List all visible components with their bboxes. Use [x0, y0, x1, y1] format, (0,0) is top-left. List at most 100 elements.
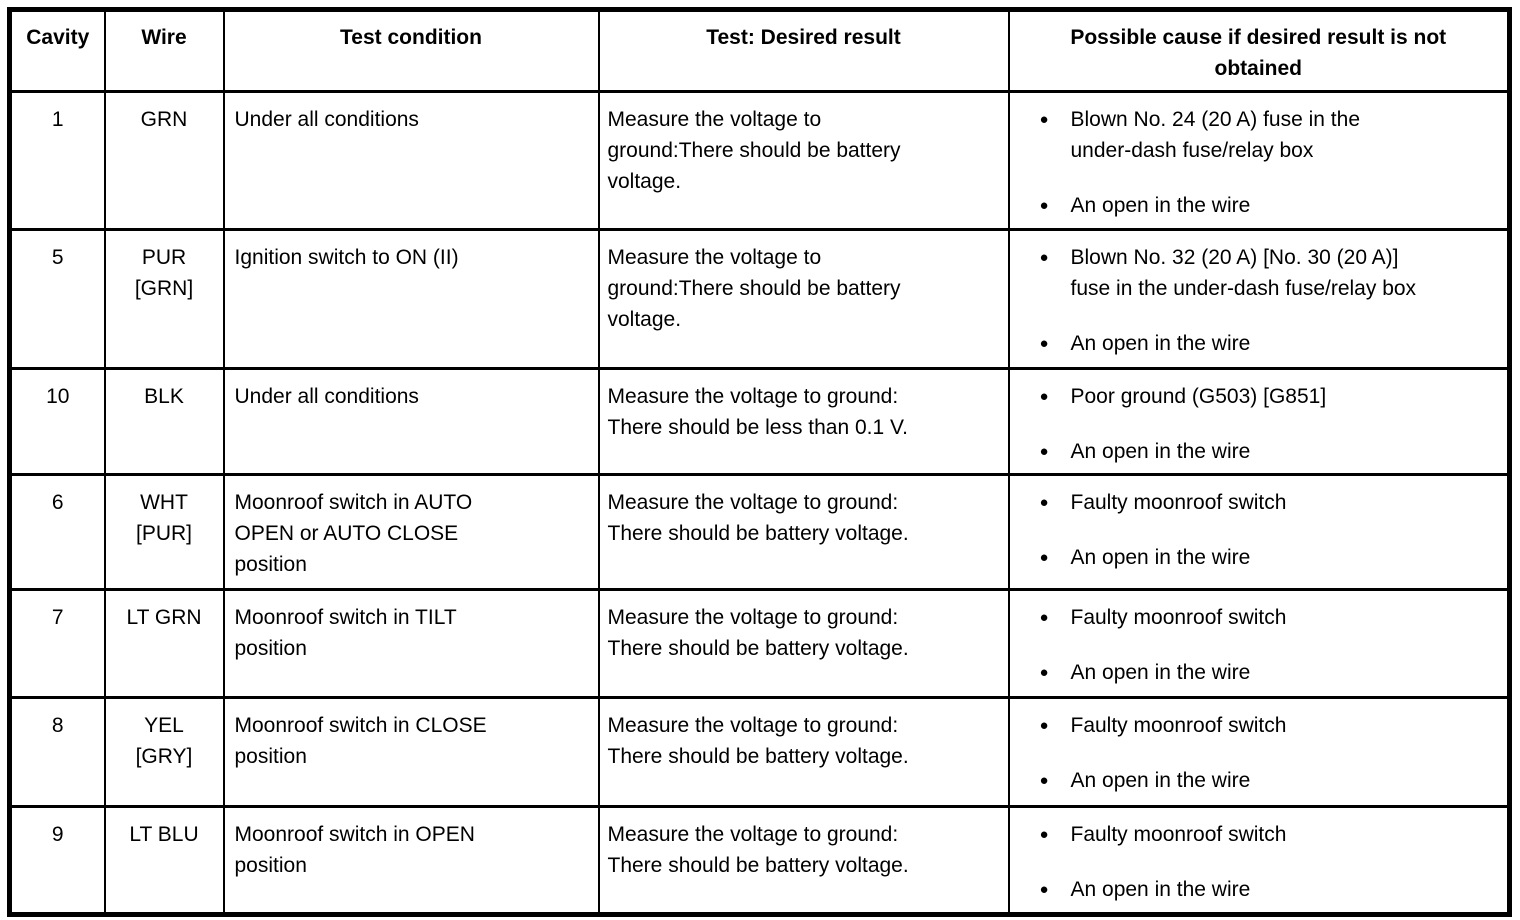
wire-cell: BLK	[103, 367, 225, 476]
header-desired-result: Test: Desired result	[597, 8, 1010, 93]
cavity-cell: 1	[8, 90, 106, 231]
bullet-icon: ●	[1039, 772, 1049, 789]
desired-result-cell-text: Measure the voltage to ground: There sho…	[607, 491, 909, 545]
wire-cell: GRN	[103, 90, 225, 231]
table-row: 6 WHT [PUR] Moonroof switch in AUTO OPEN o…	[8, 473, 1511, 591]
cavity-cell-text: 7	[51, 606, 64, 629]
test-condition-cell: Ignition switch to ON (II)	[222, 228, 600, 370]
desired-result-cell: Measure the voltage to ground:There shou…	[597, 228, 1010, 370]
test-condition-cell: Under all conditions	[222, 90, 600, 231]
cause-text: An open in the wire	[1070, 769, 1251, 792]
cause-item: ● Blown No. 32 (20 A) [No. 30 (20 A)] fus…	[1038, 242, 1502, 304]
cause-text: An open in the wire	[1070, 194, 1251, 217]
desired-result-cell-text: Measure the voltage to ground:There shou…	[607, 108, 901, 193]
wire-cell-text: WHT [PUR]	[135, 491, 192, 545]
desired-result-cell: Measure the voltage to ground: There sho…	[597, 473, 1010, 591]
cause-item: ● An open in the wire	[1038, 190, 1502, 221]
possible-cause-cell: ●Faulty moonroof switch ● An open in the w…	[1007, 696, 1511, 808]
test-condition-cell-text: Under all conditions	[234, 385, 419, 408]
cause-text: An open in the wire	[1070, 440, 1251, 463]
desired-result-cell: Measure the voltage to ground: There sho…	[597, 367, 1010, 476]
cavity-cell: 8	[8, 696, 106, 808]
cause-item: ●An open in the wire	[1038, 874, 1502, 905]
bullet-icon: ●	[1039, 249, 1049, 266]
troubleshooting-table: Cavity Wire Test condition Test: Desired…	[7, 7, 1512, 917]
cause-item: ●Blown No. 24 (20 A) fuse in the under-d…	[1038, 104, 1502, 166]
header-row: Cavity Wire Test condition Test: Desired…	[8, 8, 1511, 93]
cavity-cell: 10	[8, 367, 106, 476]
desired-result-cell-text: Measure the voltage to ground: There sho…	[607, 823, 909, 877]
test-condition-cell-text: Moonroof switch in TILT position	[234, 606, 457, 660]
cause-text: An open in the wire	[1070, 661, 1251, 684]
wire-cell: LT GRN	[103, 588, 225, 699]
table-row: 8 YEL [GRY] Moonroof switch in CLOSE posit…	[8, 696, 1511, 808]
desired-result-cell-text: Measure the voltage to ground:There shou…	[607, 246, 901, 331]
table-header: Cavity Wire Test condition Test: Desired…	[8, 8, 1511, 93]
desired-result-cell: Measure the voltage to ground:There shou…	[597, 90, 1010, 231]
header-cavity: Cavity	[8, 8, 106, 93]
cavity-cell: 5	[8, 228, 106, 370]
wire-cell-text: GRN	[140, 108, 188, 131]
cause-item: ●Faulty moonroof switch	[1038, 710, 1502, 741]
test-condition-cell: Moonroof switch in OPEN position	[222, 805, 600, 916]
wire-cell: WHT [PUR]	[103, 473, 225, 591]
bullet-icon: ●	[1039, 609, 1049, 626]
wire-cell-text: BLK	[144, 385, 184, 408]
cause-text: Faulty moonroof switch	[1070, 491, 1287, 514]
cause-item: ●An open in the wire	[1038, 436, 1502, 467]
cause-item: ● An open in the wire	[1038, 765, 1502, 796]
wire-cell: LT BLU	[103, 805, 225, 916]
test-condition-cell: Moonroof switch in CLOSE position	[222, 696, 600, 808]
cause-text: Blown No. 32 (20 A) [No. 30 (20 A)] fuse…	[1070, 246, 1417, 300]
cause-item: ●An open in the wire	[1038, 542, 1502, 573]
desired-result-cell-text: Measure the voltage to ground: There sho…	[607, 606, 909, 660]
test-condition-cell: Moonroof switch in AUTO OPEN or AUTO CLO…	[222, 473, 600, 591]
desired-result-cell: Measure the voltage to ground: There sho…	[597, 805, 1010, 916]
cause-text: Poor ground (G503) [G851]	[1070, 385, 1327, 408]
test-condition-cell-text: Moonroof switch in AUTO OPEN or AUTO CLO…	[234, 491, 473, 576]
cause-text: An open in the wire	[1070, 546, 1251, 569]
possible-cause-cell: ●Poor ground (G503) [G851] ●An open in th…	[1007, 367, 1511, 476]
cavity-cell: 6	[8, 473, 106, 591]
wire-cell-text: PUR [GRN]	[134, 246, 194, 300]
test-condition-cell-text: Moonroof switch in CLOSE position	[234, 714, 487, 768]
desired-result-cell: Measure the voltage to ground: There sho…	[597, 696, 1010, 808]
wire-cell: PUR [GRN]	[103, 228, 225, 370]
cause-item: ●Poor ground (G503) [G851]	[1038, 381, 1502, 412]
possible-cause-cell: ● Faulty moonroof switch ●An open in the w…	[1007, 805, 1511, 916]
cavity-cell: 7	[8, 588, 106, 699]
test-condition-cell-text: Ignition switch to ON (II)	[234, 246, 459, 269]
cavity-cell-text: 9	[51, 823, 64, 846]
cavity-cell-text: 10	[46, 385, 70, 408]
test-condition-cell: Under all conditions	[222, 367, 600, 476]
desired-result-cell-text: Measure the voltage to ground: There sho…	[607, 714, 909, 768]
desired-result-cell-text: Measure the voltage to ground: There sho…	[607, 385, 908, 439]
cause-text: Faulty moonroof switch	[1070, 714, 1287, 737]
wire-cell: YEL [GRY]	[103, 696, 225, 808]
cause-item: ● An open in the wire	[1038, 657, 1502, 688]
bullet-icon: ●	[1039, 664, 1049, 681]
table-row: 10 BLK Under all conditions Measure the vol…	[8, 367, 1511, 476]
header-possible-cause: Possible cause if desired result is not …	[1007, 8, 1511, 93]
bullet-icon: ●	[1039, 335, 1049, 352]
cause-text: Blown No. 24 (20 A) fuse in the under-da…	[1070, 108, 1361, 162]
cavity-cell-text: 5	[51, 246, 64, 269]
wire-cell-text: YEL [GRY]	[135, 714, 193, 768]
cause-text: Faulty moonroof switch	[1070, 823, 1287, 846]
test-condition-cell-text: Moonroof switch in OPEN position	[234, 823, 475, 877]
desired-result-cell: Measure the voltage to ground: There sho…	[597, 588, 1010, 699]
cause-item: ● Faulty moonroof switch	[1038, 602, 1502, 633]
cause-text: Faulty moonroof switch	[1070, 606, 1287, 629]
bullet-icon: ●	[1039, 197, 1049, 214]
table-row: 5 PUR [GRN] Ignition switch to ON (II) Meas…	[8, 228, 1511, 370]
test-condition-cell: Moonroof switch in TILT position	[222, 588, 600, 699]
header-wire: Wire	[103, 8, 225, 93]
cause-item: ● Faulty moonroof switch	[1038, 819, 1502, 850]
bullet-icon: ●	[1039, 826, 1049, 843]
possible-cause-cell: ● Blown No. 32 (20 A) [No. 30 (20 A)] fus…	[1007, 228, 1511, 370]
possible-cause-cell: ● Faulty moonroof switch ● An open in the w…	[1007, 588, 1511, 699]
